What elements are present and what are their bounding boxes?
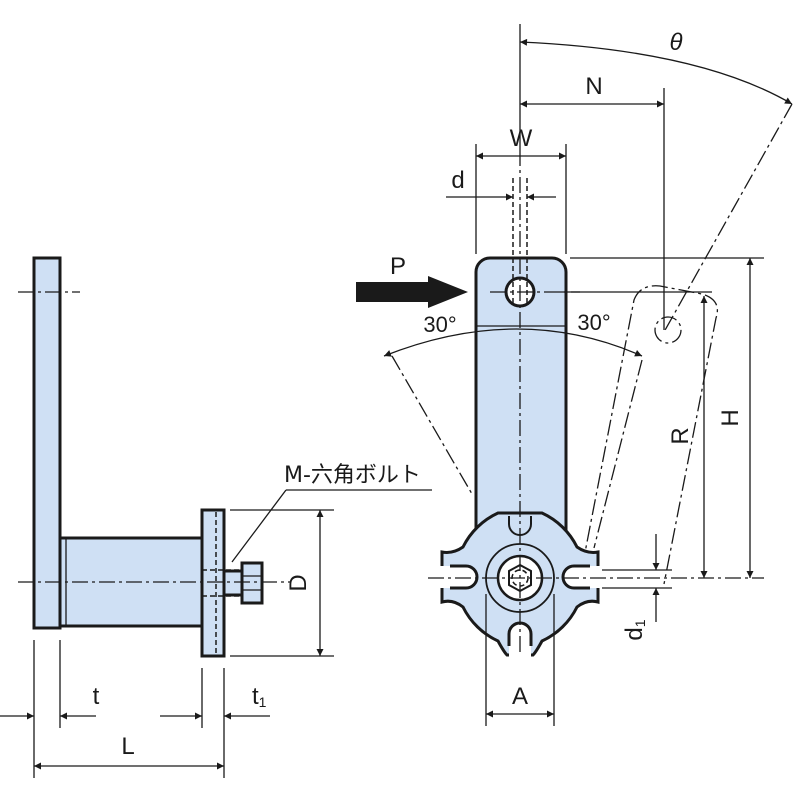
dim-A-label: A [512,683,528,710]
side-dimensions [0,489,432,778]
hub-slot-left [436,566,477,588]
bolt-hex-head [240,561,264,605]
swung-lever-phantom [581,285,719,585]
dim-W-label: W [510,125,533,152]
angle-right-label: 30° [577,310,610,335]
side-view [18,256,290,658]
dim-R-label: R [667,427,694,444]
dim-t1-sub: 1 [259,694,267,710]
side-flange [200,508,226,658]
force-arrow-P [356,276,468,308]
dim-L-label: L [121,733,134,760]
swing-limit-right [593,359,643,549]
dim-t1-label: t1 [252,683,267,710]
dim-d1-main: d [621,627,648,640]
bolt-note-label: M-六角ボルト [284,463,421,488]
hub-slot-right-edge [561,564,590,590]
dim-theta-arc [519,38,793,105]
dim-t1-main: t [252,683,259,710]
dim-d-label: d [451,167,464,194]
dim-d1-label: d1 [621,619,648,640]
side-lever-plate [32,256,62,630]
force-P-label: P [390,253,406,280]
dim-D-label: D [285,574,312,591]
dim-swing-arc [383,328,643,357]
front-dimensions [356,24,793,726]
theta-radial-line [663,103,793,333]
dim-t-label: t [93,683,100,710]
swung-pin-hole [654,316,682,344]
dim-N-label: N [585,73,602,100]
dim-H-label: H [717,409,744,426]
dim-d1-sub: 1 [632,619,648,627]
hub-slot-right [563,566,604,588]
bolt-leader-line [231,489,287,563]
dim-theta-label: θ [669,29,682,56]
hub-slot-left-edge [450,564,479,590]
angle-left-label: 30° [423,312,456,337]
front-view [391,103,793,660]
bolt-shank [222,569,244,597]
